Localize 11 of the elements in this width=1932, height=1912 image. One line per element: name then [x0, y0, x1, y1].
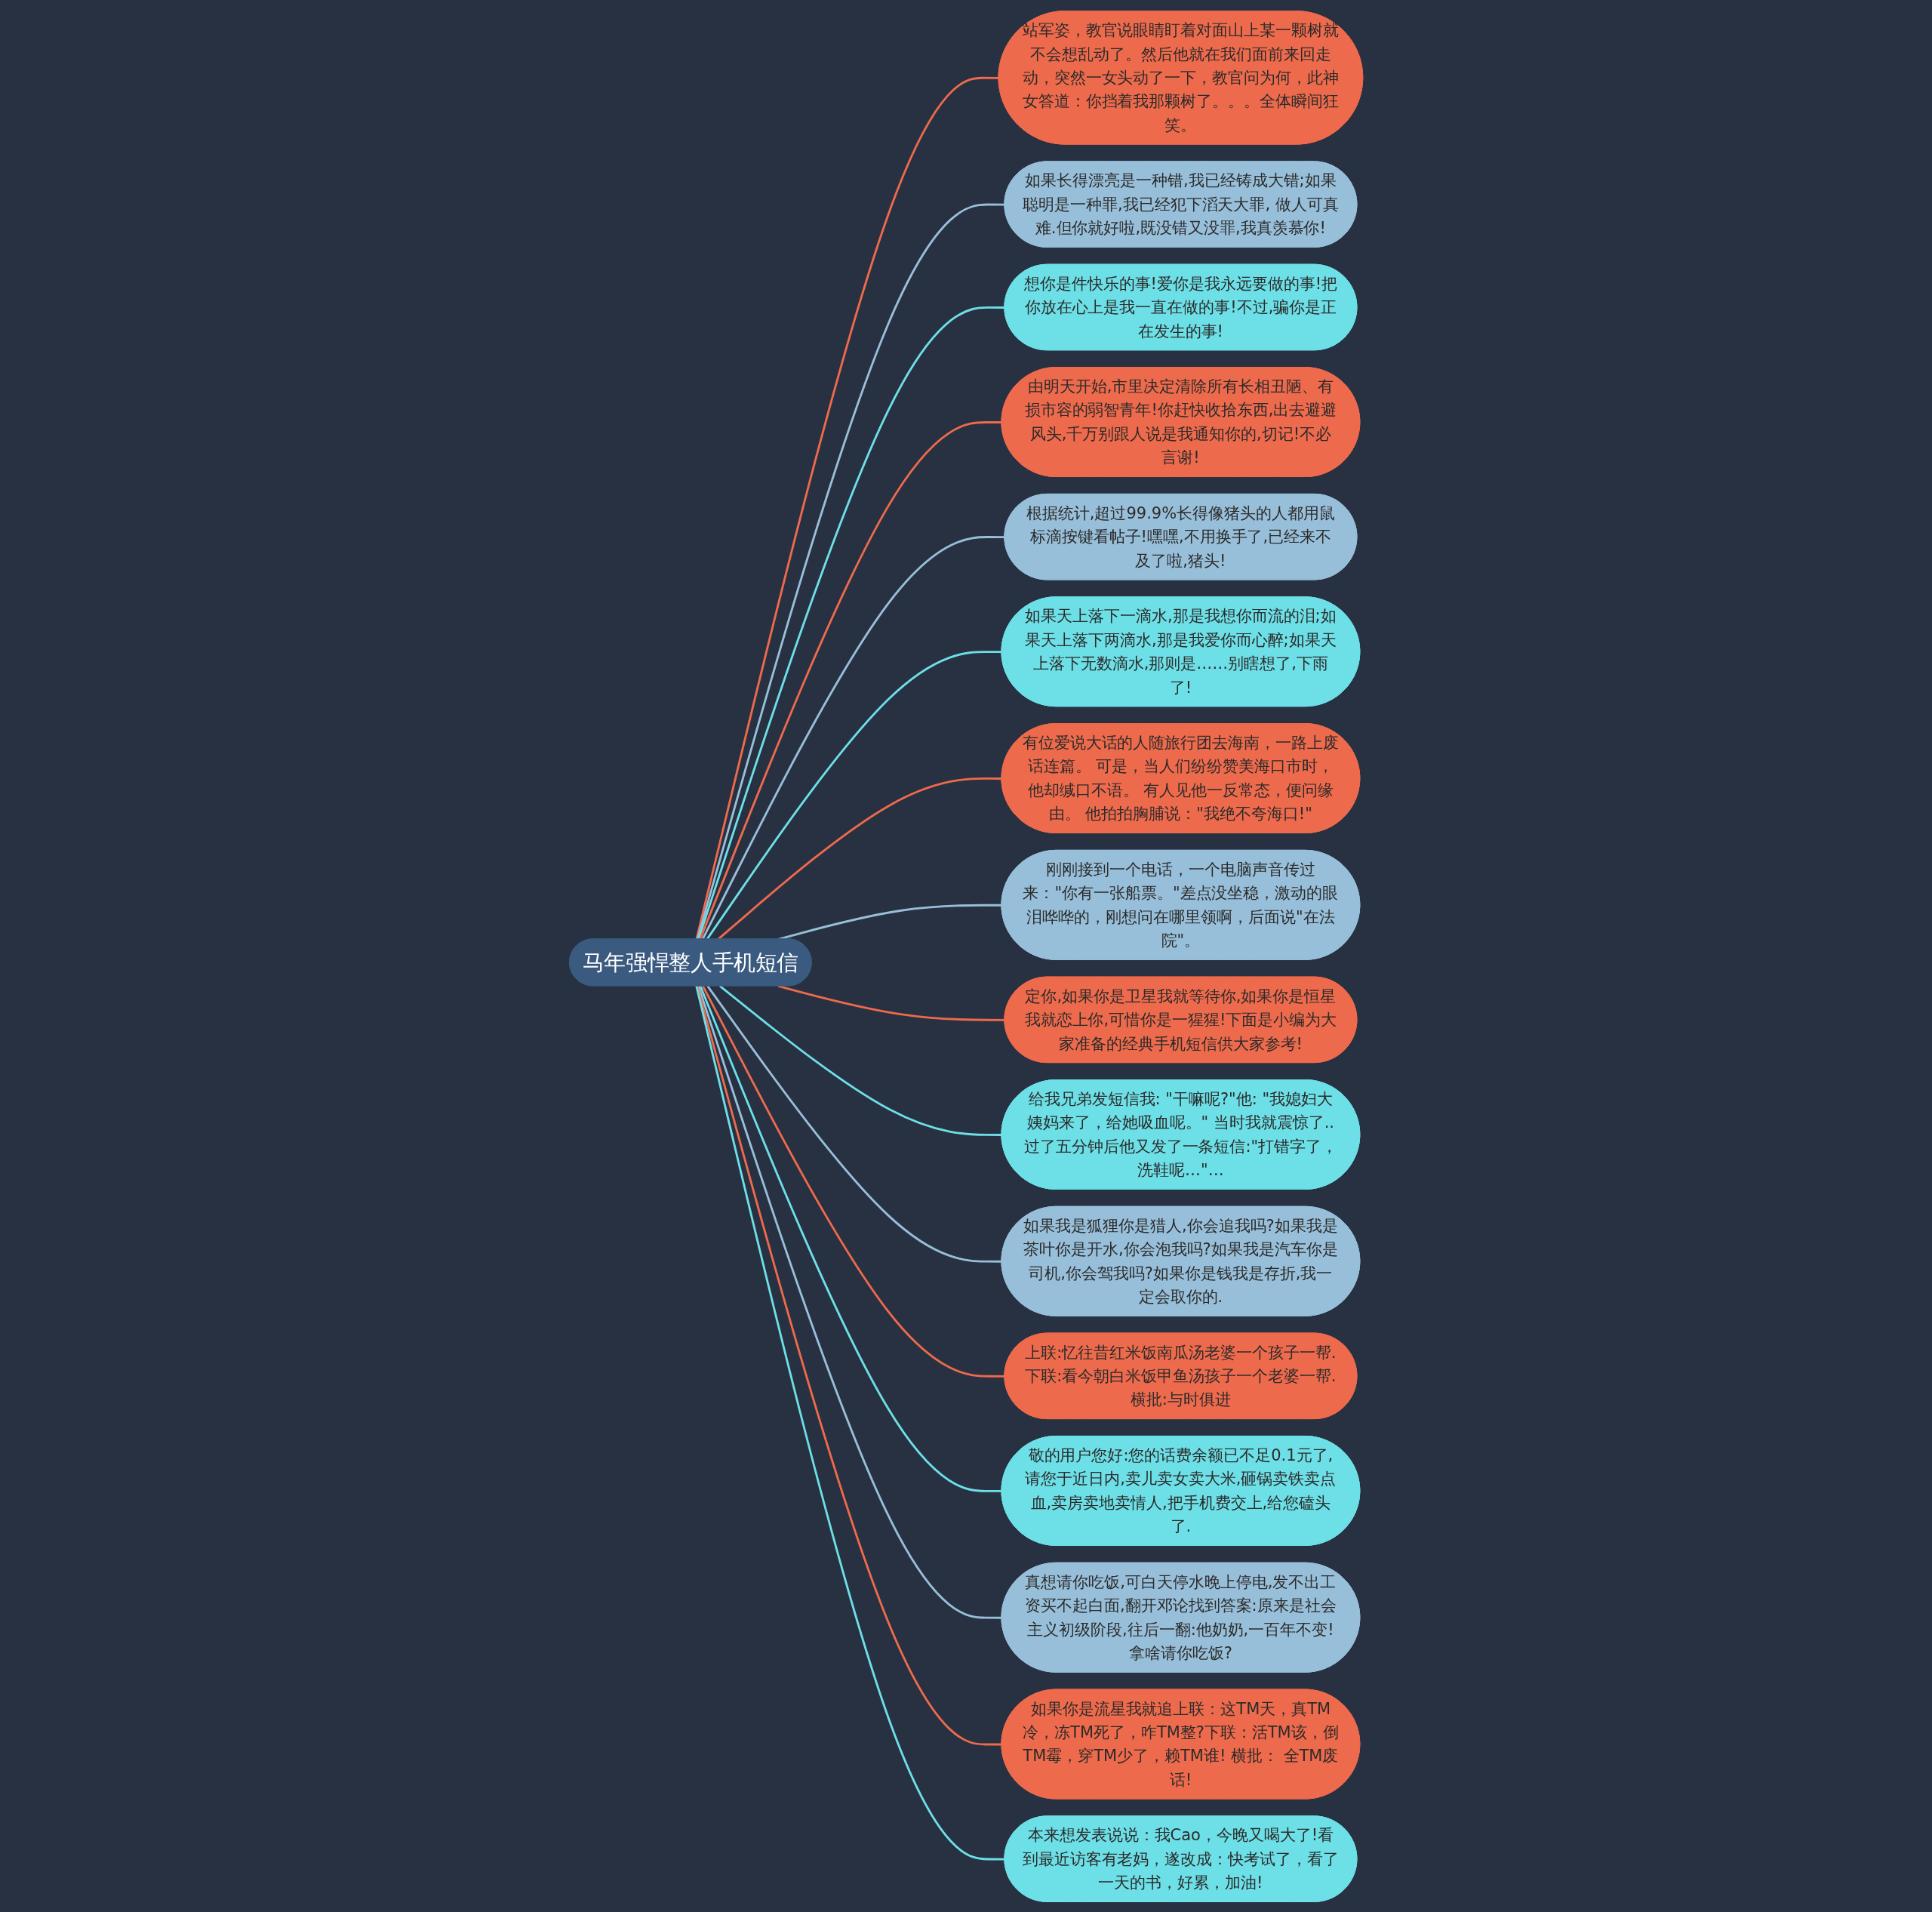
connector	[717, 777, 1002, 940]
connector	[697, 985, 1002, 1619]
connector	[699, 985, 1002, 1492]
connector	[702, 985, 1005, 1378]
connector	[706, 985, 1002, 1263]
connector	[701, 535, 1005, 940]
connector	[706, 650, 1002, 940]
connector	[718, 984, 1002, 1136]
connector	[695, 76, 999, 940]
connector	[699, 420, 1002, 940]
connector	[777, 984, 1005, 1021]
